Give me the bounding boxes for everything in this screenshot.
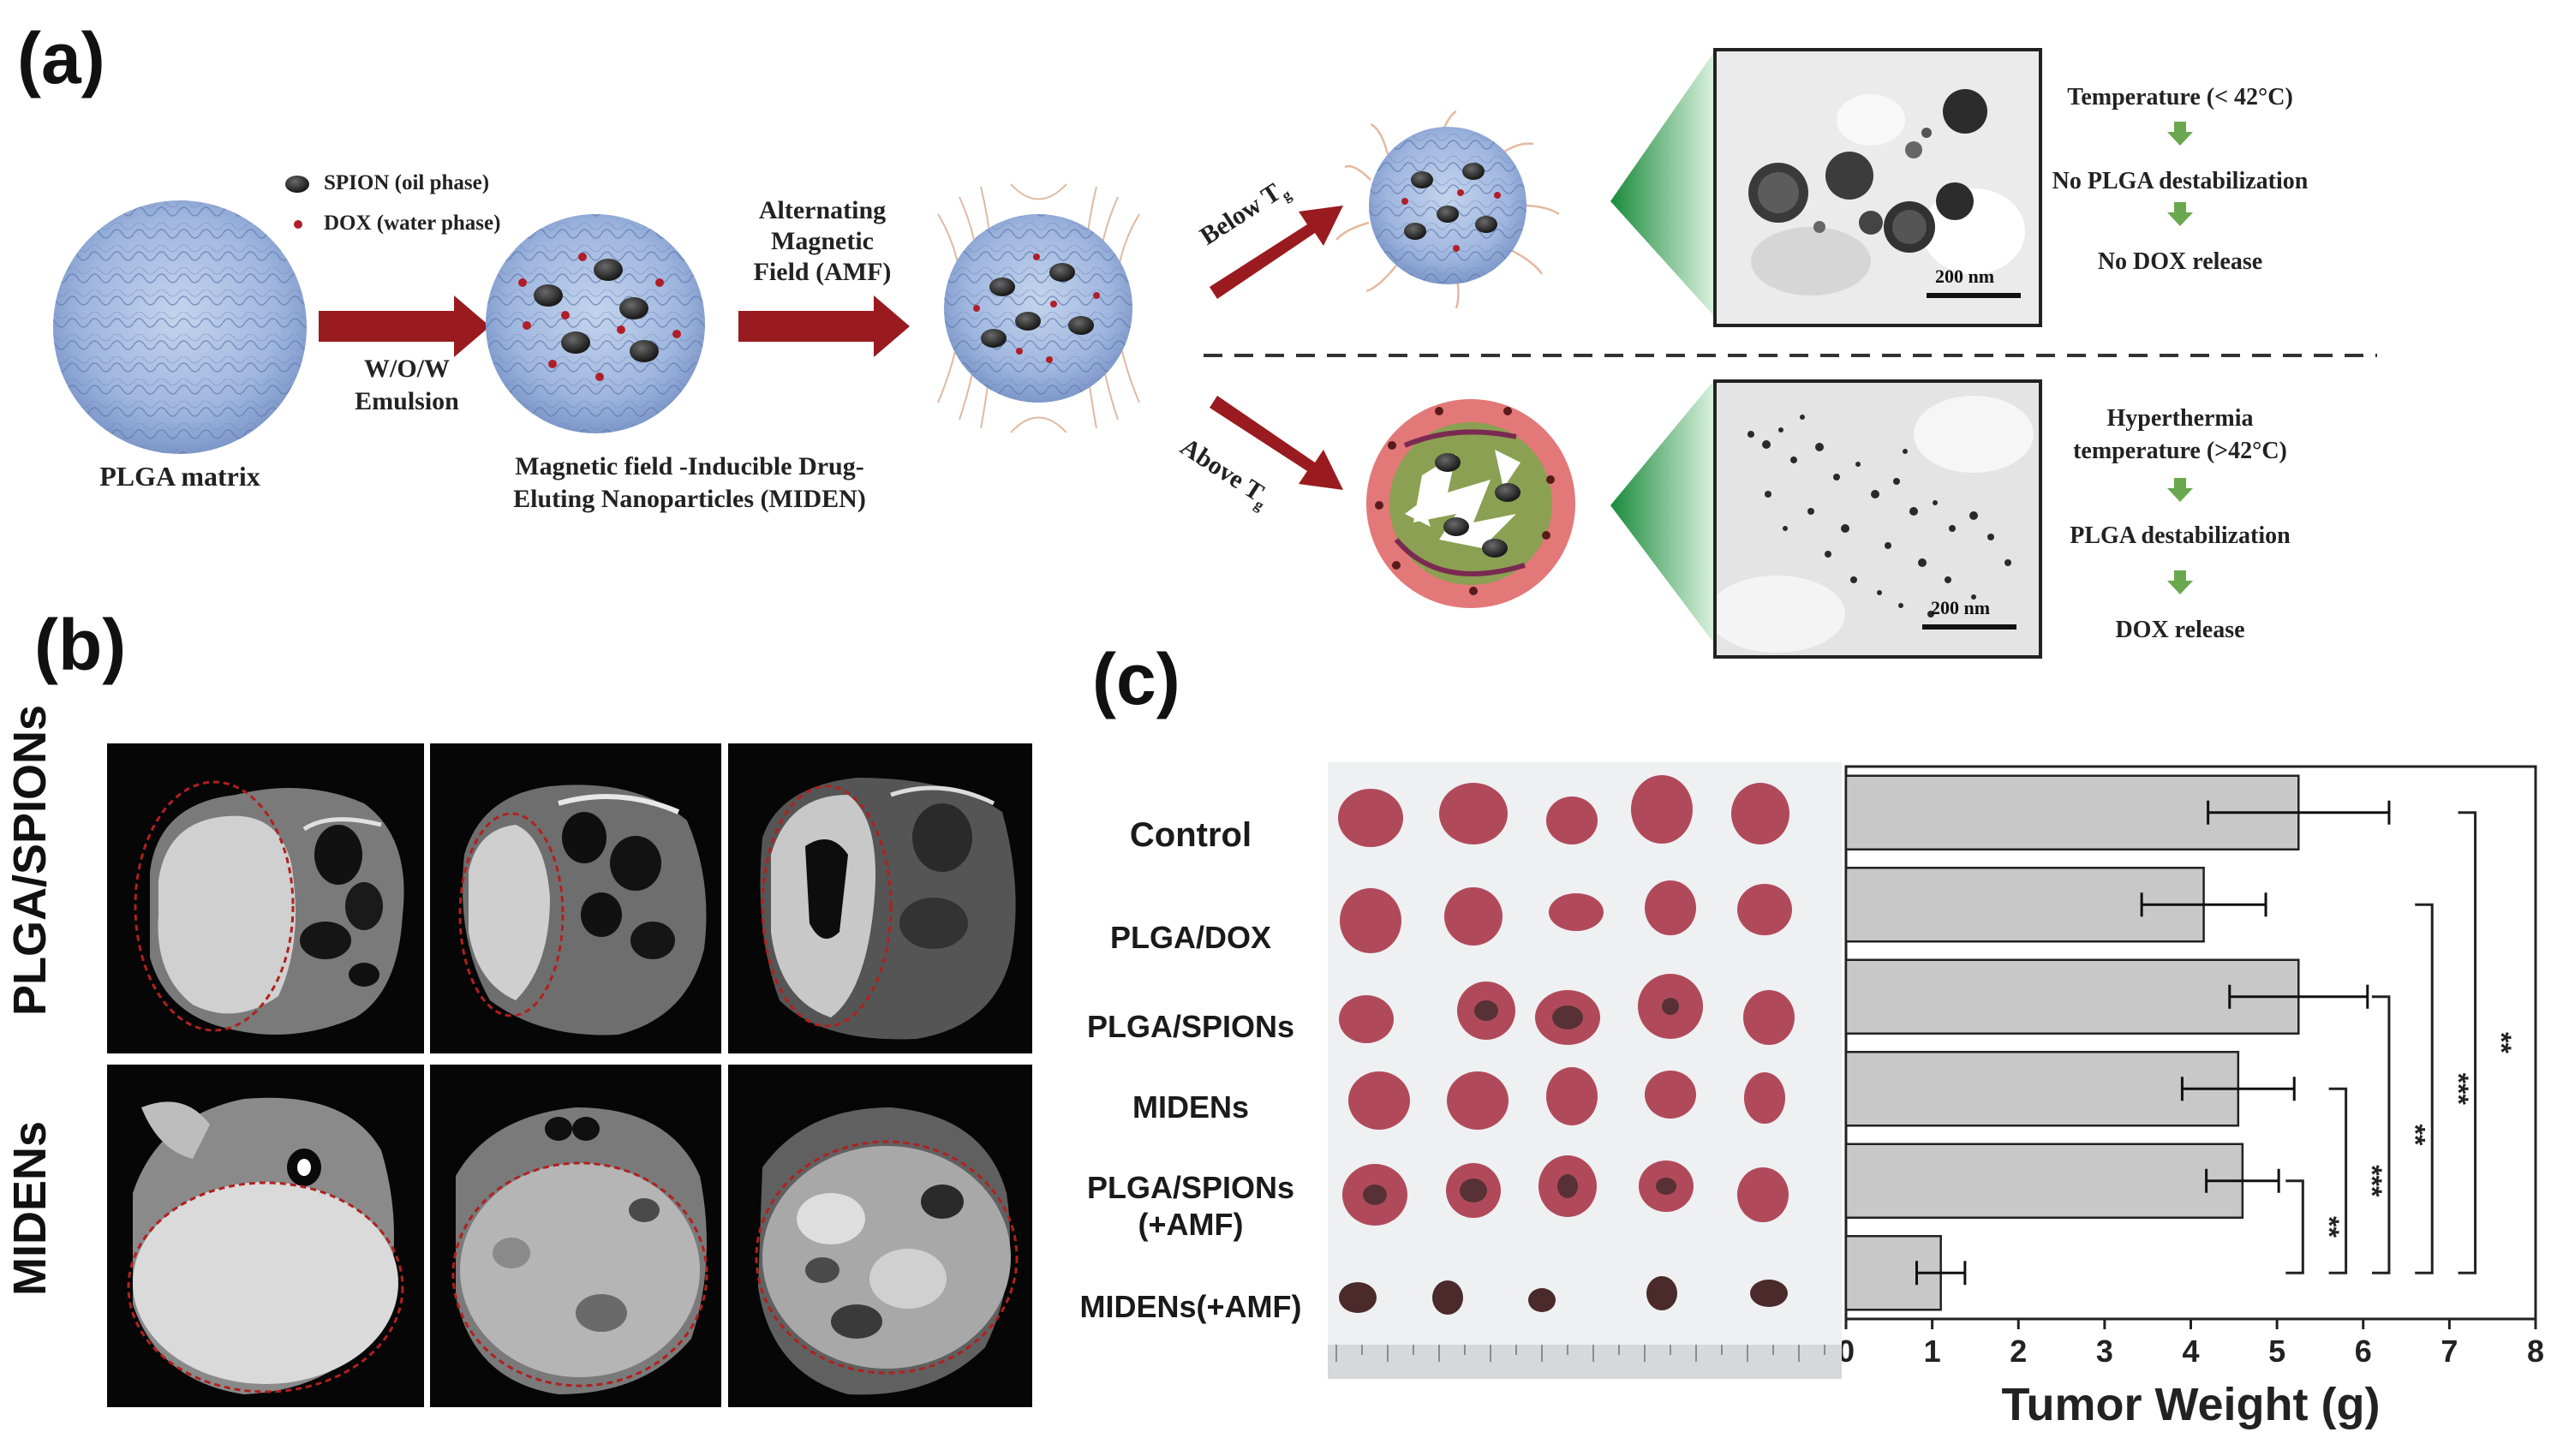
- group-label-midens: MIDENs: [1062, 1089, 1319, 1125]
- dox-legend-icon: [294, 220, 302, 229]
- scale-label-top: 200 nm: [1935, 266, 1994, 288]
- scale-bar-bottom: [1922, 624, 2016, 630]
- group-label-plga-spions: PLGA/SPIONs: [1062, 1009, 1319, 1045]
- significance-label-4: **: [2486, 1032, 2517, 1053]
- plga-matrix-sphere: [53, 200, 307, 454]
- zoom-cone-bottom: [1610, 381, 1713, 642]
- tem-image-bottom: 200 nm: [1713, 379, 2042, 659]
- panel-c-label: (c): [1092, 638, 1180, 721]
- above-tg-sphere: [1366, 399, 1575, 608]
- flow-arrow-top-2: [2167, 202, 2193, 226]
- spion-legend-label: SPION (oil phase): [324, 171, 489, 195]
- panel-b-label: (b): [34, 604, 126, 687]
- mri-plga-spions-2: [430, 743, 721, 1053]
- significance-bracket-0: [2285, 1181, 2303, 1274]
- top-flow-step-2: No PLGA destabilization: [2030, 168, 2330, 195]
- bar-4: [1846, 1144, 2243, 1218]
- scale-bar-top: [1927, 293, 2021, 298]
- significance-bracket-1: [2329, 1089, 2346, 1273]
- tem-image-top: 200 nm: [1713, 48, 2042, 327]
- x-tick-label-0: 0: [1842, 1334, 1855, 1369]
- bar-3: [1846, 1052, 2238, 1125]
- group-label-plga-spions-amf: PLGA/SPIONs (+AMF): [1062, 1169, 1319, 1243]
- miden-caption: Magnetic field -Inducible Drug- Eluting …: [467, 451, 912, 515]
- tumor-photo: [1328, 762, 1842, 1379]
- tem-bottom-particles: [1717, 383, 2039, 655]
- plga-matrix-label: PLGA matrix: [51, 461, 308, 492]
- x-tick-label-5: 5: [2268, 1334, 2285, 1369]
- mri-midens-3: [728, 1065, 1032, 1407]
- field-sphere: [938, 184, 1139, 433]
- x-tick-label-3: 3: [2096, 1334, 2113, 1369]
- row-label-plga-spions: PLGA/SPIONs: [3, 767, 57, 1016]
- below-tg-sphere: [1336, 111, 1559, 308]
- significance-label-1: ***: [2357, 1165, 2387, 1197]
- miden-sphere: [486, 214, 705, 433]
- significance-label-3: ***: [2443, 1073, 2474, 1106]
- top-flow-step-1: Temperature (< 42°C): [2039, 84, 2321, 111]
- mri-midens-2: [430, 1065, 721, 1407]
- group-label-control: Control: [1062, 816, 1319, 855]
- x-tick-label-1: 1: [1924, 1334, 1941, 1369]
- bottom-flow-step-3: DOX release: [2039, 617, 2321, 644]
- emulsion-label: W/O/W Emulsion: [326, 353, 488, 417]
- x-tick-label-4: 4: [2182, 1334, 2199, 1369]
- significance-bracket-4: [2458, 813, 2476, 1274]
- significance-label-0: **: [2314, 1216, 2345, 1238]
- x-axis-title: Tumor Weight (g): [2002, 1379, 2381, 1430]
- bottom-flow-step-2: PLGA destabilization: [2039, 522, 2321, 550]
- flow-arrow-top-1: [2167, 122, 2193, 146]
- x-tick-label-7: 7: [2441, 1334, 2458, 1369]
- significance-label-2: **: [2399, 1125, 2430, 1146]
- top-flow-step-3: No DOX release: [2039, 248, 2321, 276]
- row-label-midens: MIDENs: [3, 1084, 57, 1333]
- zoom-cone-top: [1610, 53, 1713, 315]
- mri-plga-spions-3: [728, 743, 1032, 1053]
- x-tick-label-2: 2: [2010, 1334, 2027, 1369]
- flow-arrow-bottom-1: [2167, 478, 2193, 502]
- dox-legend-label: DOX (water phase): [324, 212, 500, 236]
- arrow-amf: [738, 295, 910, 357]
- x-tick-label-8: 8: [2527, 1334, 2544, 1369]
- significance-bracket-3: [2415, 904, 2432, 1273]
- mri-plga-spions-1: [107, 743, 424, 1053]
- significance-bracket-2: [2372, 997, 2389, 1274]
- scale-label-bottom: 200 nm: [1931, 597, 1990, 619]
- mri-midens-1: [107, 1065, 424, 1407]
- amf-label: Alternating Magnetic Field (AMF): [732, 195, 912, 288]
- group-label-plga-dox: PLGA/DOX: [1062, 920, 1319, 956]
- group-label-midens-amf: MIDENs(+AMF): [1049, 1289, 1332, 1325]
- x-tick-label-6: 6: [2355, 1334, 2372, 1369]
- bottom-flow-step-1: Hyperthermia temperature (>42°C): [2039, 403, 2321, 468]
- arrow-emulsion: [319, 295, 490, 357]
- flow-arrow-bottom-2: [2167, 570, 2193, 594]
- tumor-photo-drawing: [1328, 762, 1842, 1379]
- spion-legend-icon: [285, 176, 309, 193]
